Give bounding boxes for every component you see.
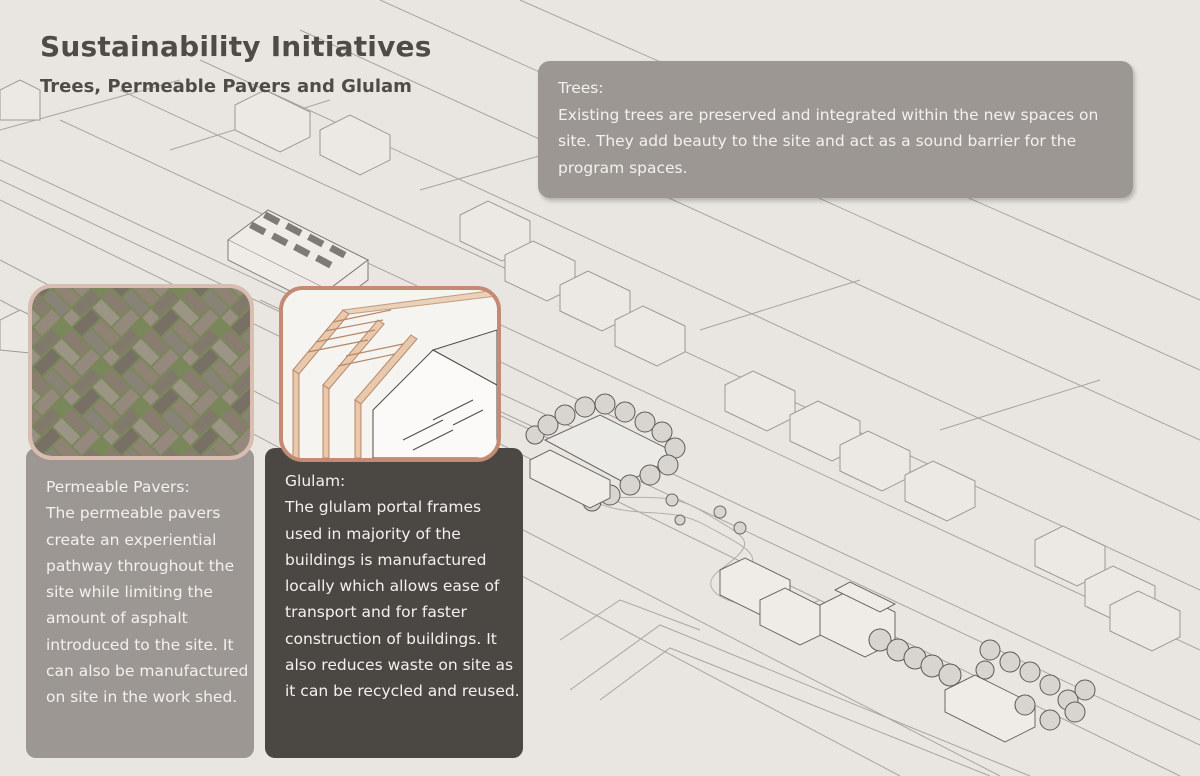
pavers-description: The permeable pavers create an experient…: [46, 504, 249, 707]
page-title: Sustainability Initiatives: [40, 30, 432, 63]
glulam-frame-image: [279, 286, 501, 462]
glulam-info-card: Glulam: The glulam portal frames used in…: [265, 448, 523, 758]
glulam-description: The glulam portal frames used in majorit…: [285, 498, 520, 701]
trees-label: Trees:: [558, 79, 604, 97]
pavers-label: Permeable Pavers:: [46, 478, 190, 496]
page-subtitle: Trees, Permeable Pavers and Glulam: [40, 76, 412, 97]
permeable-pavers-image: [28, 284, 254, 460]
permeable-pavers-info-card: Permeable Pavers: The permeable pavers c…: [26, 448, 254, 758]
glulam-label: Glulam:: [285, 472, 346, 490]
trees-description: Existing trees are preserved and integra…: [558, 105, 1099, 177]
trees-info-card: Trees: Existing trees are preserved and …: [538, 61, 1133, 198]
